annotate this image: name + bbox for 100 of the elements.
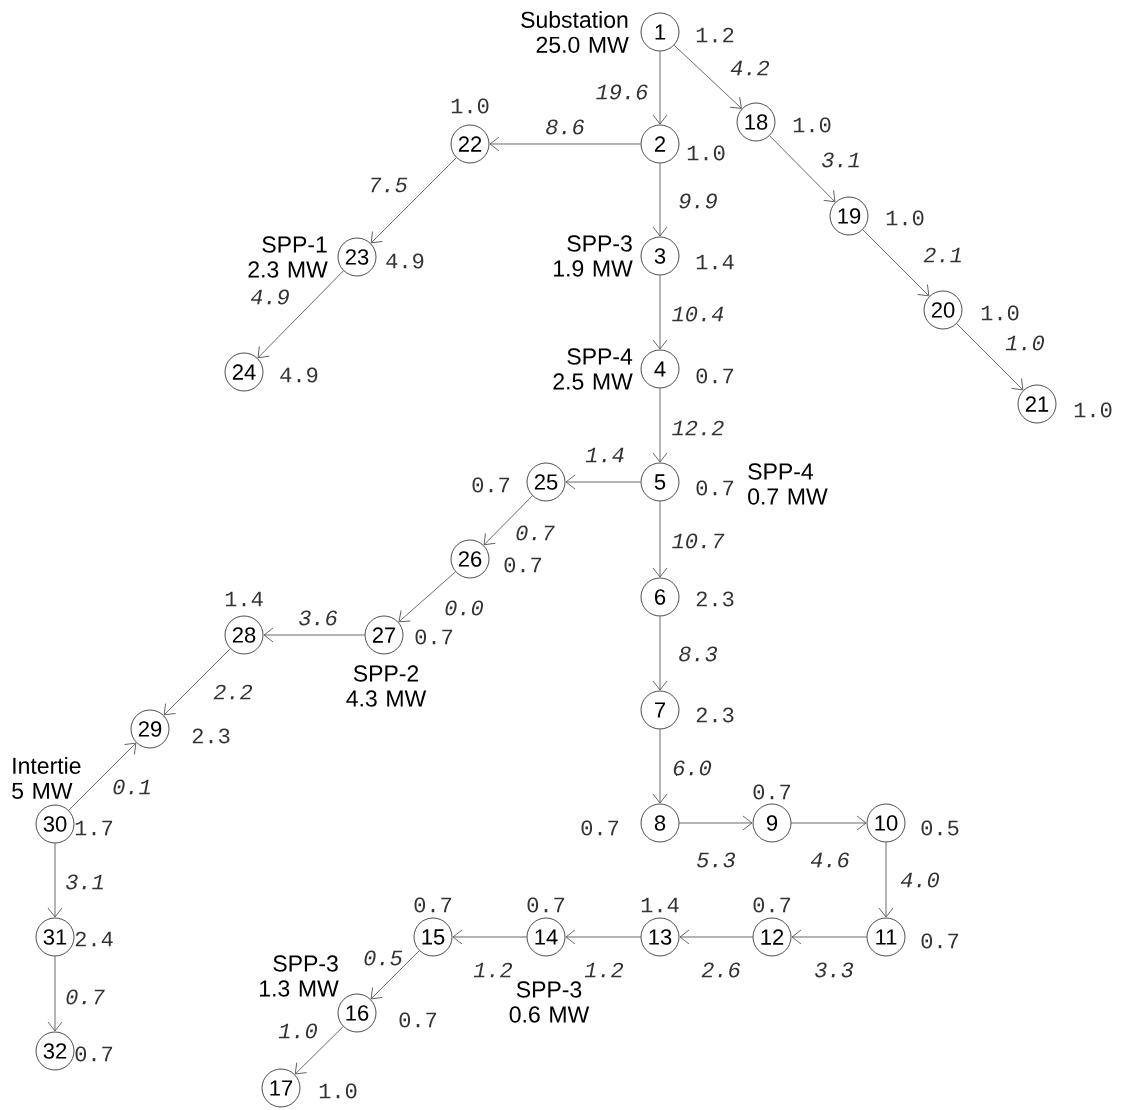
load-value: 1.0 [793, 117, 831, 133]
edge-label: 3.1 [66, 874, 103, 890]
generator-label: SPP-1 2.3 MW [248, 236, 328, 278]
load-value: 0.7 [581, 820, 619, 836]
arrow [68, 742, 137, 811]
edge-label: 12.2 [672, 420, 724, 436]
load-value: 1.0 [319, 1083, 357, 1099]
edge-label: 0.5 [364, 950, 403, 966]
load-value: 0.7 [504, 557, 542, 573]
edge-label: 1.2 [473, 962, 513, 978]
generator-label: SPP-3 1.3 MW [260, 955, 339, 997]
edge-label: 6.0 [673, 760, 712, 776]
generator-label: SPP-2 4.3 MW [346, 665, 427, 707]
edge-label: 0.7 [516, 525, 555, 541]
edge-label: 1.4 [585, 447, 624, 463]
generator-label: SPP-3 0.6 MW [509, 981, 590, 1023]
edge-label: 1.0 [1005, 335, 1045, 351]
arrow [678, 815, 753, 831]
edge-label: 4.6 [810, 852, 850, 868]
load-value: 0.7 [527, 897, 565, 913]
load-value: 1.0 [886, 210, 924, 226]
edge-label: 0.7 [66, 989, 105, 1005]
arrow [791, 929, 868, 945]
arrow [294, 1026, 344, 1075]
arrow [878, 841, 894, 918]
edge-label: 10.4 [672, 306, 724, 322]
edge-label: 3.3 [815, 962, 854, 978]
generator-label: SPP-4 0.7 MW [748, 463, 828, 505]
edge-label: 2.2 [213, 684, 253, 700]
edge-label: 7.5 [371, 177, 408, 193]
load-value: 4.9 [280, 367, 318, 383]
load-value: 0.7 [415, 629, 453, 645]
load-value: 1.0 [1074, 402, 1112, 418]
load-value: 2.3 [696, 591, 734, 607]
load-value: 0.7 [753, 784, 791, 800]
edge-label: 8.3 [679, 646, 718, 662]
load-value: 0.7 [399, 1012, 437, 1028]
load-value: 0.7 [753, 897, 791, 913]
load-value: 0.7 [472, 477, 510, 493]
arrow [673, 44, 742, 109]
edge-label: 0.0 [445, 600, 484, 616]
load-value: 1.0 [451, 98, 489, 114]
arrow [652, 274, 668, 350]
generator-label: SPP-3 1.9 MW [554, 235, 633, 277]
load-value: 1.0 [687, 145, 725, 161]
load-value: 0.7 [75, 1046, 113, 1062]
arrow [956, 323, 1024, 391]
arrow [652, 162, 668, 237]
load-value: 2.4 [75, 931, 113, 947]
load-value: 1.7 [75, 820, 113, 836]
arrow [47, 842, 63, 918]
edge-label: 4.2 [730, 60, 770, 76]
edge-label: 9.9 [679, 193, 717, 209]
edge-label: 2.1 [923, 247, 961, 263]
arrow [565, 929, 642, 945]
edge-label: 1.0 [278, 1023, 318, 1039]
load-value: 0.5 [921, 820, 959, 836]
arrow [652, 500, 668, 578]
arrow [163, 648, 231, 716]
edge-label: 0.1 [113, 779, 150, 795]
load-value: 0.7 [921, 933, 959, 949]
load-value: 1.4 [696, 254, 734, 270]
arrow [565, 474, 642, 490]
arrow [257, 270, 344, 359]
arrow [679, 929, 754, 945]
arrow [483, 495, 533, 546]
edge-label: 2.6 [701, 962, 741, 978]
arrow [790, 815, 867, 831]
generator-label: Substation 25.0 MW [521, 11, 629, 53]
arrow [862, 229, 930, 297]
generator-label: Intertie 5 MW [12, 757, 81, 799]
arrow [398, 571, 456, 623]
edge-label: 3.6 [299, 610, 338, 626]
edge-label: 5.3 [697, 852, 736, 868]
load-value: 0.7 [414, 897, 452, 913]
load-value: 4.9 [386, 253, 424, 269]
edge-label: 10.7 [672, 533, 725, 549]
load-value: 1.0 [981, 305, 1019, 321]
arrow [370, 950, 420, 1000]
load-value: 0.7 [696, 368, 734, 384]
arrow [489, 136, 642, 152]
arrow [652, 728, 668, 804]
arrow [263, 627, 366, 643]
arrow [47, 955, 63, 1032]
load-value: 2.3 [696, 707, 734, 723]
arrow [652, 615, 668, 691]
arrow [452, 929, 528, 945]
arrow [769, 135, 836, 203]
edge-label: 8.6 [546, 119, 585, 135]
edge-label: 4.0 [900, 872, 940, 888]
generator-label: SPP-4 2.5 MW [553, 348, 633, 390]
edge-label: 3.1 [822, 152, 859, 168]
load-value: 0.7 [696, 480, 734, 496]
load-value: 1.4 [225, 591, 263, 607]
arrow [370, 157, 457, 244]
edge-label: 4.9 [250, 289, 289, 305]
load-value: 2.3 [192, 728, 230, 744]
arrow [652, 50, 668, 125]
edge-label: 19.6 [596, 84, 648, 100]
load-value: 1.4 [641, 897, 679, 913]
